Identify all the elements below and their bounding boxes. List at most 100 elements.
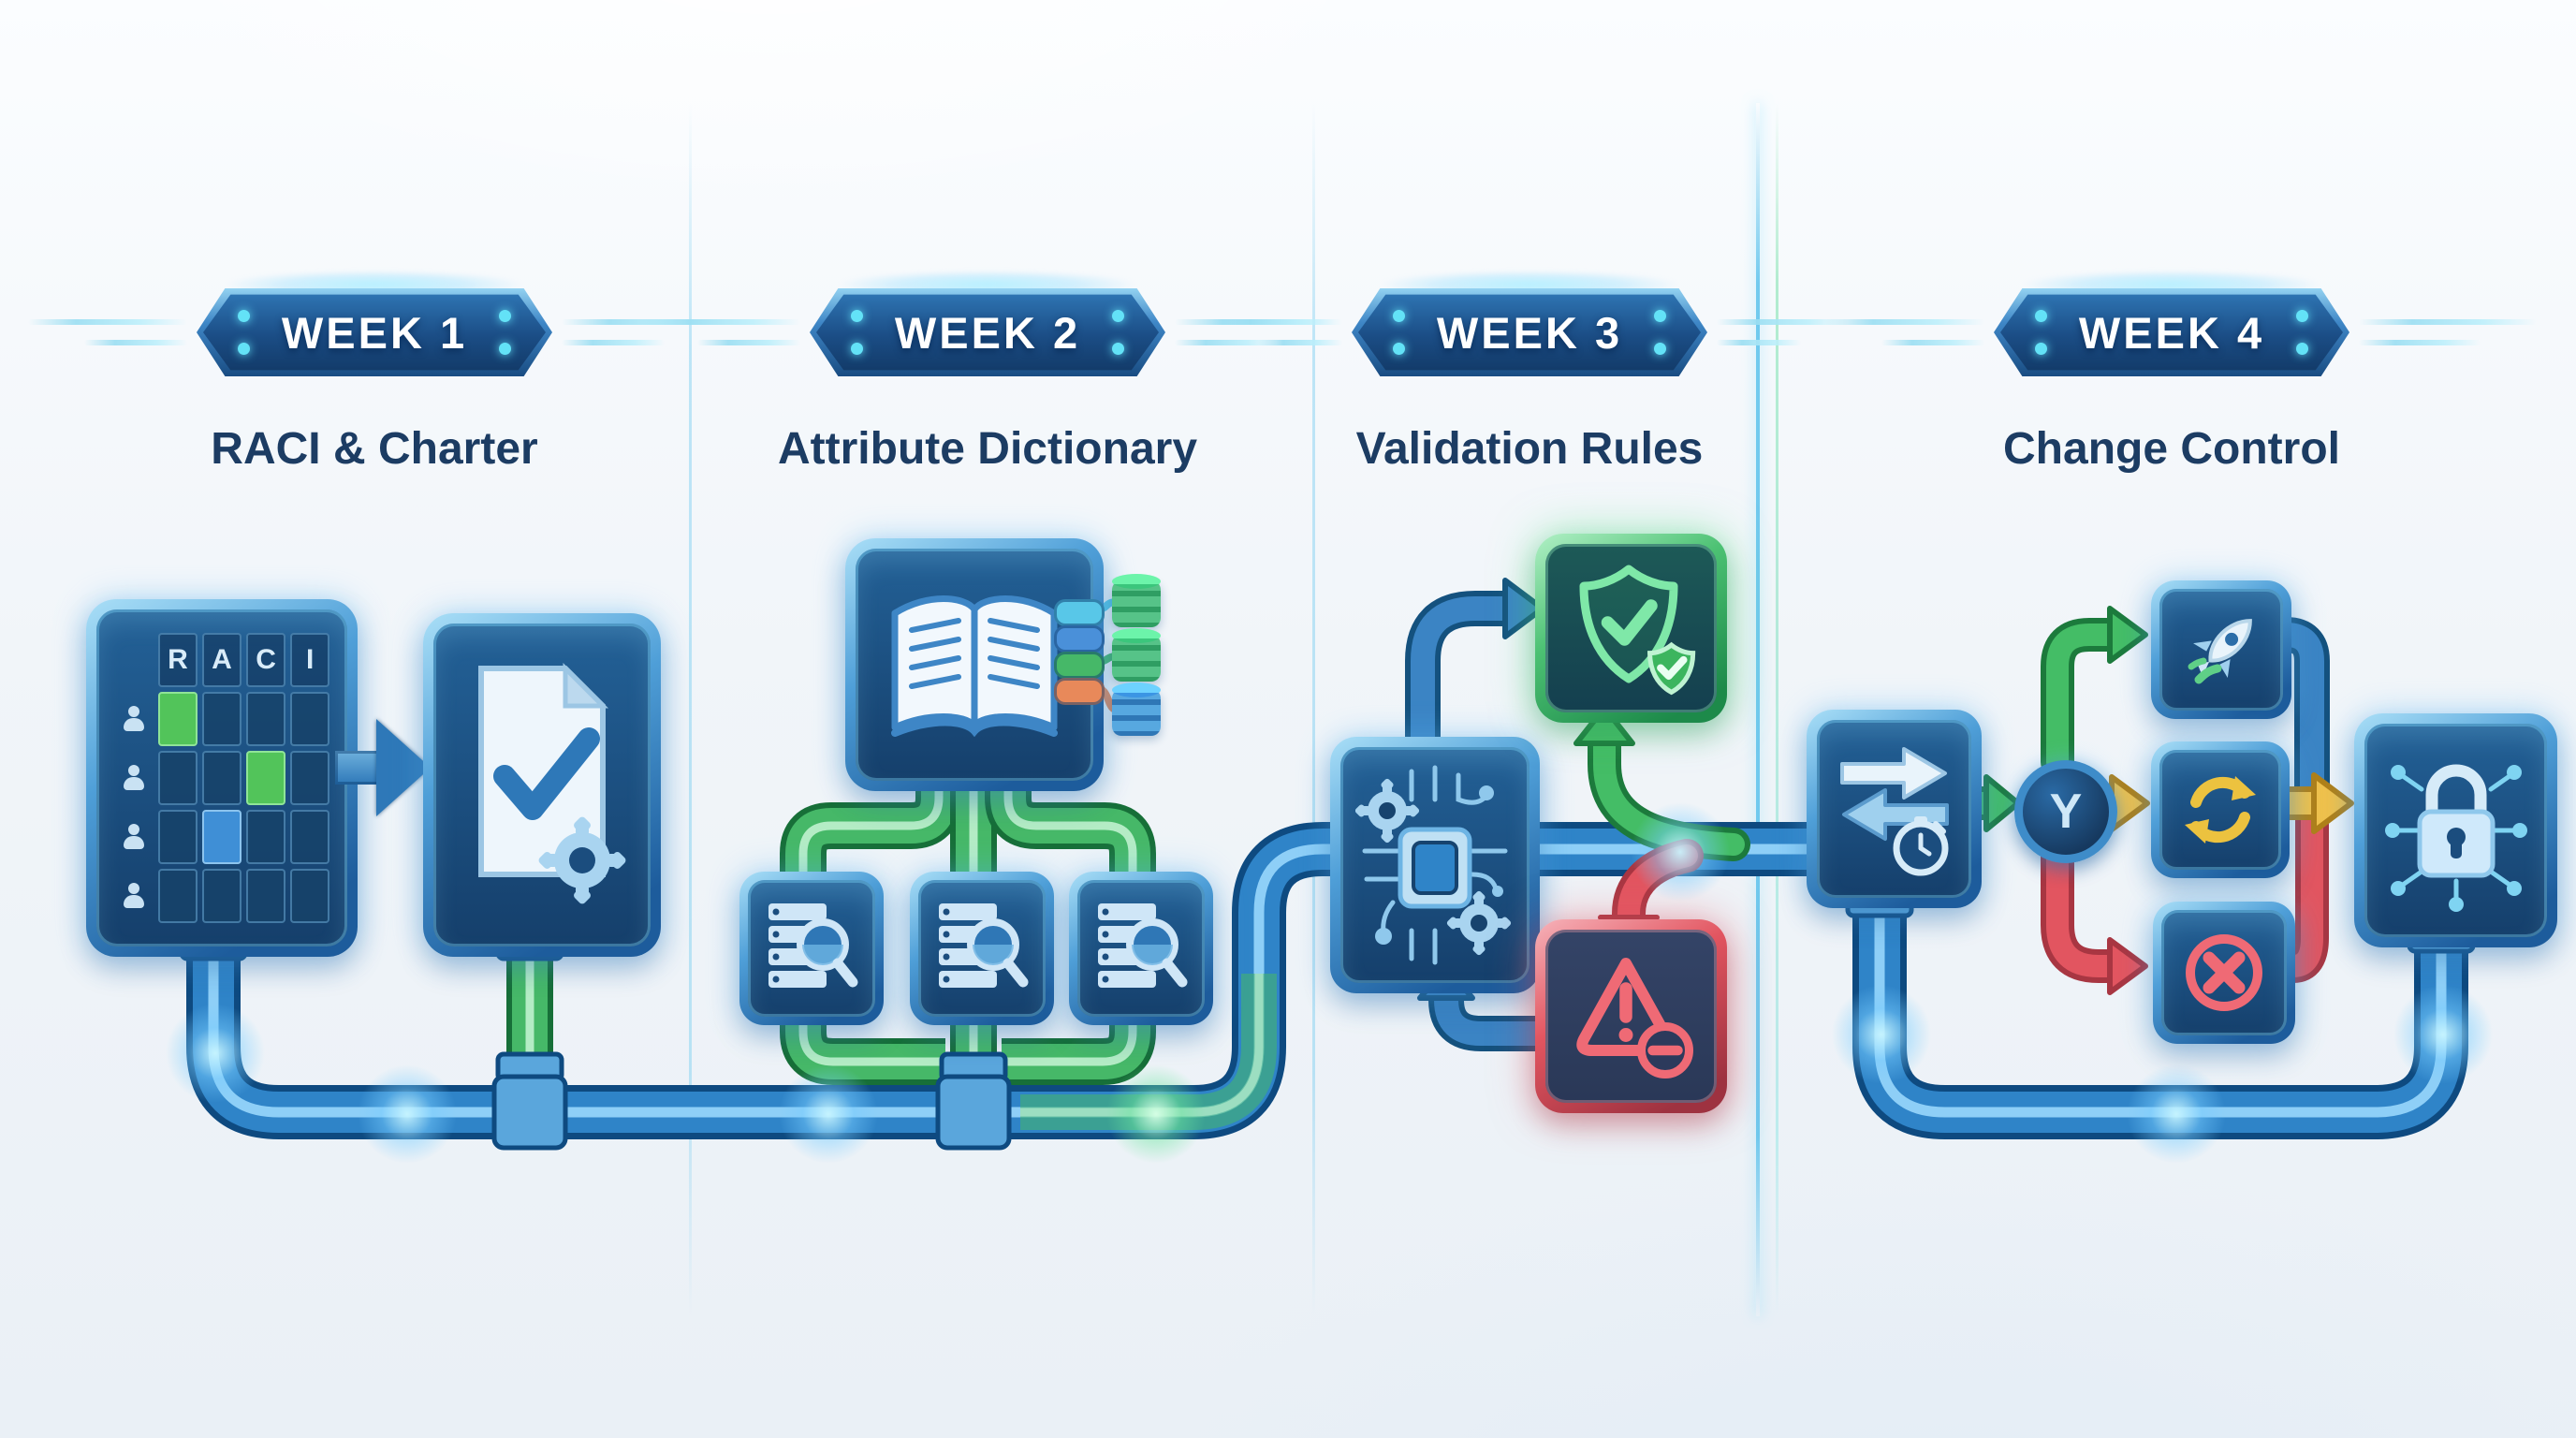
attribute-tab-icon	[1054, 599, 1105, 626]
raci-letter: R	[157, 633, 198, 688]
week-2-badge-label: WEEK 2	[894, 307, 1081, 358]
open-book-icon	[891, 595, 1058, 738]
warning-triangle-icon	[1575, 957, 1693, 1078]
validation-fail-warning-icon	[1535, 919, 1727, 1113]
person-icon	[123, 882, 144, 909]
raci-cell-highlight	[201, 809, 242, 864]
rework-sync-icon	[2151, 741, 2290, 878]
raci-cell-highlight	[246, 751, 286, 805]
transfer-arrows-stopwatch-icon	[1839, 747, 1949, 876]
circuit-dot-icon	[851, 310, 863, 322]
speed-line	[28, 319, 187, 325]
decision-node-label: Y	[2049, 785, 2083, 839]
x-circle-icon	[2186, 934, 2262, 1011]
week-3-badge: WEEK 3	[1211, 271, 1848, 379]
speed-line	[2359, 340, 2481, 345]
circuit-dot-icon	[851, 343, 863, 355]
week-1-badge: WEEK 1	[28, 271, 721, 379]
raci-letter: I	[290, 633, 330, 688]
gear-icon	[1446, 890, 1512, 956]
rules-engine-chip-icon	[1330, 737, 1540, 993]
deploy-rocket-icon	[2151, 580, 2291, 719]
validation-pass-shield-icon	[1535, 534, 1727, 723]
speed-line	[84, 340, 187, 345]
circuit-dot-icon	[238, 310, 250, 322]
data-search-icon-2	[910, 872, 1054, 1025]
circuit-dot-icon	[2296, 343, 2308, 355]
week-2-badge: WEEK 2	[641, 271, 1334, 379]
change-request-transfer-icon	[1807, 710, 1982, 908]
mini-shield-check-icon	[1647, 641, 1695, 696]
week-1-title: RACI & Charter	[211, 424, 538, 474]
arrow-decision-to-reject	[2041, 829, 2148, 995]
decision-node: Y	[2014, 760, 2117, 863]
locked-baseline-icon	[2354, 713, 2557, 947]
speed-line	[1881, 340, 1984, 345]
week-1-badge-label: WEEK 1	[281, 307, 468, 358]
week-2-title: Attribute Dictionary	[777, 424, 1198, 474]
week-4-badge: WEEK 4	[1825, 271, 2537, 379]
attribute-dictionary-book-icon	[845, 538, 1104, 791]
charter-document-icon	[423, 613, 661, 957]
chip-circuit-icon	[1355, 765, 1512, 965]
person-icon	[123, 706, 144, 732]
column-divider-3b	[1776, 103, 1778, 1316]
circuit-dot-icon	[1393, 310, 1405, 322]
data-search-icon-3	[1069, 872, 1213, 1025]
database-stack-icon	[1112, 580, 1161, 627]
reject-x-icon	[2153, 902, 2295, 1044]
speed-line	[1825, 319, 1984, 325]
speed-line	[562, 340, 665, 345]
arrow-chip-to-shield	[1405, 578, 1545, 757]
gear-icon	[538, 816, 626, 903]
raci-letter: A	[201, 633, 242, 688]
column-divider-1	[689, 103, 692, 1316]
padlock-circuit-icon	[2384, 764, 2527, 912]
speed-line	[1211, 319, 1342, 325]
raci-grid: R A C I	[114, 633, 330, 923]
speed-line	[1175, 340, 1278, 345]
flow-arrow-icon	[335, 719, 438, 816]
circuit-dot-icon	[499, 310, 511, 322]
shield-check-icon	[1579, 565, 1695, 696]
week-3-title: Validation Rules	[1355, 424, 1704, 474]
speed-line	[641, 319, 800, 325]
circuit-dot-icon	[2035, 343, 2047, 355]
rocket-icon	[2188, 619, 2252, 684]
arrow-decision-to-rocket	[2041, 606, 2148, 779]
circuit-dot-icon	[1654, 343, 1666, 355]
database-stack-icon	[1112, 689, 1161, 736]
speed-line	[2359, 319, 2537, 325]
raci-matrix-icon: R A C I	[86, 599, 358, 957]
circuit-dot-icon	[2296, 310, 2308, 322]
column-divider-3	[1756, 103, 1760, 1316]
circuit-dot-icon	[1112, 343, 1124, 355]
week-4-title: Change Control	[2003, 424, 2340, 474]
speed-line	[697, 340, 800, 345]
attribute-tab-icon	[1054, 625, 1105, 653]
raci-cell-highlight	[157, 692, 198, 747]
circuit-dot-icon	[2035, 310, 2047, 322]
speed-line	[1258, 340, 1342, 345]
circuit-dot-icon	[1112, 310, 1124, 322]
week-3-badge-label: WEEK 3	[1436, 307, 1623, 358]
stopwatch-icon	[1893, 816, 1948, 876]
circuit-dot-icon	[238, 343, 250, 355]
column-divider-2	[1312, 103, 1315, 1316]
gear-icon	[1355, 778, 1420, 844]
circuit-dot-icon	[1654, 310, 1666, 322]
person-icon	[123, 764, 144, 791]
person-icon	[123, 823, 144, 850]
database-stack-icon	[1112, 635, 1161, 682]
sync-arrows-icon	[2185, 776, 2256, 844]
circuit-dot-icon	[499, 343, 511, 355]
week-4-badge-label: WEEK 4	[2078, 307, 2265, 358]
document-check-gear-icon	[478, 662, 626, 903]
raci-letter: C	[246, 633, 286, 688]
circuit-dot-icon	[1393, 343, 1405, 355]
attribute-tab-icon	[1054, 678, 1105, 705]
attribute-tab-icon	[1054, 652, 1105, 679]
minus-circle-icon	[1636, 1021, 1693, 1078]
speed-line	[1717, 340, 1801, 345]
